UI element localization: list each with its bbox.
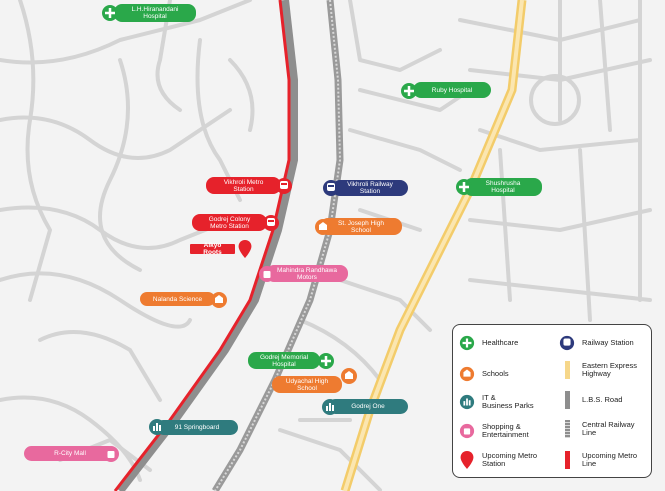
- springboard-label[interactable]: 91 Springboard: [156, 420, 238, 435]
- legend-railway: Railway Station: [559, 334, 634, 352]
- legend-shopping: Shopping & Entertainment: [459, 422, 529, 440]
- legend-it: IT & Business Parks: [459, 393, 534, 411]
- location-pin-icon[interactable]: [236, 240, 256, 268]
- rcity-label[interactable]: R-City Mall: [24, 446, 116, 461]
- shopping-icon: [459, 423, 475, 439]
- location-pin-icon: [460, 451, 474, 469]
- legend-schools-label: Schools: [482, 369, 509, 378]
- lbs-swatch: [564, 391, 570, 409]
- it-park-icon: [321, 398, 339, 416]
- legend-healthcare-label: Healthcare: [482, 338, 519, 347]
- healthcare-icon: [317, 352, 335, 370]
- central-railway-ties: [214, 0, 342, 491]
- legend-metro-line-label: Upcoming Metro Line: [582, 451, 638, 468]
- udyachal-label[interactable]: Udyachal High School: [272, 376, 342, 393]
- alkyo-roots-label[interactable]: Alkyo Roots: [190, 242, 235, 256]
- legend-lbs: L.B.S. Road: [559, 391, 622, 409]
- healthcare-icon: [455, 178, 473, 196]
- godrej-memorial-label[interactable]: Godrej Memorial Hospital: [248, 352, 320, 369]
- metro-icon: [262, 214, 280, 232]
- healthcare-icon: [400, 82, 418, 100]
- school-icon: [210, 291, 228, 309]
- legend-metro-line: Upcoming Metro Line: [559, 451, 637, 469]
- healthcare-icon: [101, 4, 119, 22]
- godrej-one-label[interactable]: Godrej One: [328, 399, 408, 414]
- vikhroli-railway-label[interactable]: Vikhroli Railway Station: [332, 180, 408, 196]
- legend-it-label: IT & Business Parks: [482, 393, 534, 410]
- ruby-hospital-label[interactable]: Ruby Hospital: [413, 82, 491, 98]
- it-park-icon: [148, 418, 166, 436]
- st-joseph-label[interactable]: St. Joseph High School: [320, 218, 402, 235]
- it-park-icon: [459, 394, 475, 410]
- legend-shopping-label: Shopping & Entertainment: [482, 422, 529, 439]
- legend-rail-line: Central Railway Line: [559, 420, 635, 438]
- legend-healthcare: Healthcare: [459, 334, 518, 352]
- legend: Healthcare Railway Station Schools Easte…: [452, 324, 652, 478]
- legend-rail-line-label: Central Railway Line: [582, 420, 635, 437]
- legend-highway-label: Eastern Express Highway: [582, 361, 638, 378]
- lbs-road: [116, 0, 298, 491]
- legend-highway: Eastern Express Highway: [559, 361, 637, 379]
- godrej-colony-label[interactable]: Godrej Colony Metro Station: [192, 214, 267, 231]
- metro-line: [113, 0, 291, 491]
- shopping-icon: [102, 445, 120, 463]
- railway-icon: [322, 179, 340, 197]
- lh-hospital-label[interactable]: L.H.Hiranandani Hospital: [114, 4, 196, 22]
- legend-metro: Upcoming Metro Station: [459, 451, 537, 469]
- shushrusha-label[interactable]: Shushrusha Hospital: [464, 178, 542, 196]
- school-icon: [459, 366, 475, 382]
- school-icon: [340, 367, 358, 385]
- legend-schools: Schools: [459, 365, 509, 383]
- mahindra-label[interactable]: Mahindra Randhawa Motors: [266, 265, 348, 282]
- legend-metro-label: Upcoming Metro Station: [482, 451, 538, 468]
- shopping-icon: [258, 265, 276, 283]
- legend-lbs-label: L.B.S. Road: [582, 395, 623, 404]
- highway-swatch: [564, 361, 570, 379]
- nalanda-label[interactable]: Nalanda Science: [140, 292, 215, 306]
- vikhroli-metro-label[interactable]: Vikhroli Metro Station: [206, 177, 281, 194]
- healthcare-icon: [459, 335, 475, 351]
- railway-icon: [559, 335, 575, 351]
- school-icon: [314, 218, 332, 236]
- rail-line-swatch: [564, 420, 570, 438]
- legend-railway-label: Railway Station: [582, 338, 634, 347]
- metro-icon: [275, 177, 293, 195]
- metro-line-swatch: [564, 451, 570, 469]
- roundabout: [529, 74, 581, 126]
